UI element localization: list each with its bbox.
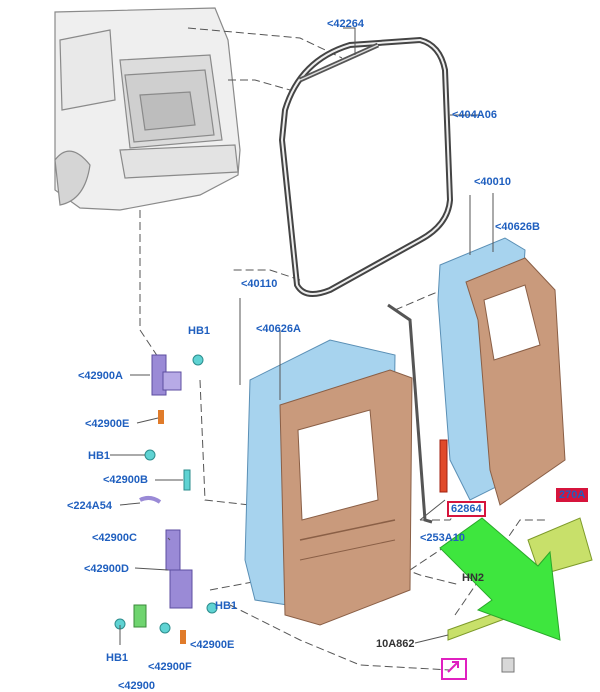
label-253A10[interactable]: <253A10 bbox=[420, 532, 465, 544]
check-rod bbox=[387, 303, 433, 524]
label-hb1-middle[interactable]: HB1 bbox=[88, 450, 111, 462]
label-224A54[interactable]: <224A54 bbox=[67, 500, 112, 512]
label-404A06[interactable]: <404A06 bbox=[452, 109, 497, 121]
label-hb1-bottom[interactable]: HB1 bbox=[106, 652, 129, 664]
small-bracket bbox=[501, 657, 515, 673]
label-10A862[interactable]: 10A862 bbox=[376, 638, 415, 650]
label-40626B[interactable]: <40626B bbox=[495, 221, 540, 233]
right-door-assembly bbox=[437, 237, 566, 506]
label-42900E-lower[interactable]: <42900E bbox=[190, 639, 235, 651]
label-62864-highlighted[interactable]: 62864 bbox=[447, 501, 486, 517]
label-40110[interactable]: <40110 bbox=[241, 278, 278, 290]
selector-box[interactable] bbox=[441, 658, 467, 680]
label-42264[interactable]: <42264 bbox=[327, 18, 365, 30]
label-42900D[interactable]: <42900D bbox=[84, 563, 129, 575]
label-42900C[interactable]: <42900C bbox=[92, 532, 137, 544]
label-HN2[interactable]: HN2 bbox=[462, 572, 485, 584]
vehicle-rear-illustration bbox=[54, 7, 241, 211]
hinge-parts bbox=[114, 354, 218, 644]
label-hb1-right[interactable]: HB1 bbox=[215, 600, 238, 612]
label-42900E-upper[interactable]: <42900E bbox=[85, 418, 130, 430]
label-40010[interactable]: <40010 bbox=[474, 176, 512, 188]
label-270A-highlighted[interactable]: 270A bbox=[556, 488, 589, 502]
window-seal bbox=[278, 36, 454, 297]
label-42900B[interactable]: <42900B bbox=[103, 474, 148, 486]
callout-arrow-icon bbox=[439, 517, 561, 641]
left-door-assembly bbox=[244, 339, 413, 626]
label-42900-bottom[interactable]: <42900 bbox=[118, 680, 156, 692]
selector-arrow-icon bbox=[447, 661, 459, 673]
label-42900A[interactable]: <42900A bbox=[78, 370, 123, 382]
label-42900F[interactable]: <42900F bbox=[148, 661, 192, 673]
red-trim-part bbox=[439, 439, 448, 493]
label-hb1-top[interactable]: HB1 bbox=[188, 325, 211, 337]
label-40626A[interactable]: <40626A bbox=[256, 323, 301, 335]
